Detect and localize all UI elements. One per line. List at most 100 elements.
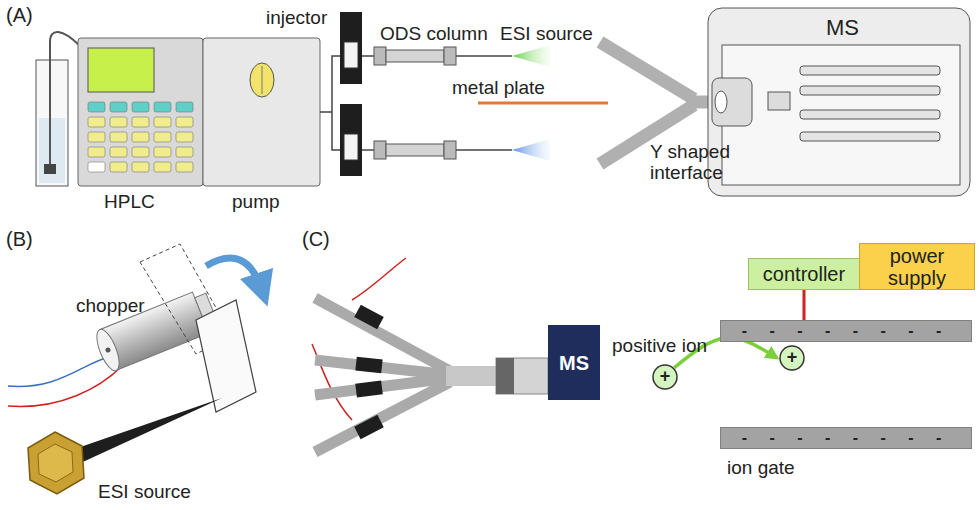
pump-panel [78, 38, 203, 186]
key-button [176, 132, 193, 142]
ms-housing [708, 8, 970, 196]
part-label: MS [826, 16, 859, 40]
node-text: MS [559, 352, 589, 374]
solvent [39, 118, 65, 183]
part-label: positive ion [612, 336, 707, 357]
key-button [110, 102, 127, 112]
wire [8, 356, 112, 386]
key-button [110, 162, 127, 172]
column-fitting [444, 141, 456, 159]
pump-knob [250, 63, 274, 97]
ion-optics [768, 92, 790, 110]
node-text: power supply [860, 245, 974, 289]
column-fitting [374, 141, 386, 159]
interface-arm [315, 360, 450, 375]
part-label: (A) [6, 4, 33, 26]
part-label: ion gate [727, 458, 795, 479]
part-label: ODS column [380, 24, 488, 45]
key-button [110, 132, 127, 142]
column-fitting [374, 47, 386, 65]
node-text: + [787, 348, 798, 368]
knob-line [262, 66, 263, 94]
part-label: injector [266, 8, 327, 29]
key-button [88, 132, 105, 142]
key-button [88, 102, 105, 112]
gate-plate: - - - - - - - - [720, 427, 972, 449]
key-button [154, 102, 171, 112]
hex-nut-face [38, 444, 73, 482]
clamp [355, 380, 383, 397]
key-button [132, 162, 149, 172]
esi-spray [512, 139, 550, 161]
injector-port [344, 42, 358, 68]
key-button [88, 117, 105, 127]
clamp [355, 357, 382, 374]
key-button [132, 147, 149, 157]
ion-circle: + [779, 345, 805, 371]
clamp [354, 415, 384, 439]
motor-end [92, 327, 123, 374]
key-button [110, 117, 127, 127]
ms-chamber [722, 45, 960, 185]
esi-needle [66, 398, 222, 466]
key-button [88, 162, 105, 172]
pump-body [203, 38, 320, 186]
key-button [132, 117, 149, 127]
part-label: metal plate [452, 78, 545, 99]
node-text: - - - - - - - - [742, 322, 951, 340]
part-label: ESI source [500, 24, 593, 45]
rotation-arrow [206, 258, 262, 290]
key-button [176, 117, 193, 127]
node-text: controller [763, 263, 845, 285]
circle-outline [780, 346, 804, 370]
controller-box: controller [748, 258, 860, 290]
key-button [110, 147, 127, 157]
power-supply-box: power supply [859, 243, 975, 290]
key-button [154, 162, 171, 172]
inlet-collar [496, 358, 514, 394]
filter [44, 164, 56, 174]
ms-orifice [715, 91, 727, 113]
key-button [176, 102, 193, 112]
part-label: ESI source [98, 482, 191, 503]
gate-plate: - - - - - - - - [720, 320, 972, 342]
quadrupole-rod [800, 110, 940, 119]
node-text: - - - - - - - - [742, 429, 951, 447]
injector-symbol [340, 104, 362, 176]
key-button [176, 162, 193, 172]
quadrupole-rod [800, 132, 940, 141]
key-button [154, 147, 171, 157]
key-button [132, 102, 149, 112]
ods-column [386, 144, 444, 156]
key-button [88, 147, 105, 157]
key-button [154, 132, 171, 142]
clamp [354, 305, 384, 330]
ion-circle: + [652, 364, 678, 390]
part-label: (B) [6, 228, 33, 250]
connector [803, 290, 806, 320]
tubing [456, 149, 512, 151]
motor-hole [105, 347, 112, 354]
tubing [456, 55, 512, 57]
part-label: HPLC [104, 192, 155, 213]
y-interface-arm [600, 42, 694, 99]
key-button [132, 132, 149, 142]
part-label: Y shaped interface [650, 142, 750, 184]
hplc-pump [36, 32, 320, 186]
circle-outline [653, 365, 677, 389]
quadrupole-rod [800, 86, 940, 95]
ms-inlet [712, 78, 752, 126]
metal-plate [478, 102, 608, 105]
solvent-tube [50, 32, 80, 166]
ms-box: MS [548, 325, 600, 400]
injector-symbol [340, 12, 362, 84]
wire [352, 258, 406, 300]
quadrupole-rod [800, 66, 940, 75]
keypad [88, 102, 193, 172]
part-label: (C) [302, 228, 330, 250]
part-label: pump [232, 192, 280, 213]
pump-screen [88, 48, 154, 92]
esi-spray [512, 45, 550, 67]
hex-nut [28, 432, 84, 494]
key-button [176, 147, 193, 157]
